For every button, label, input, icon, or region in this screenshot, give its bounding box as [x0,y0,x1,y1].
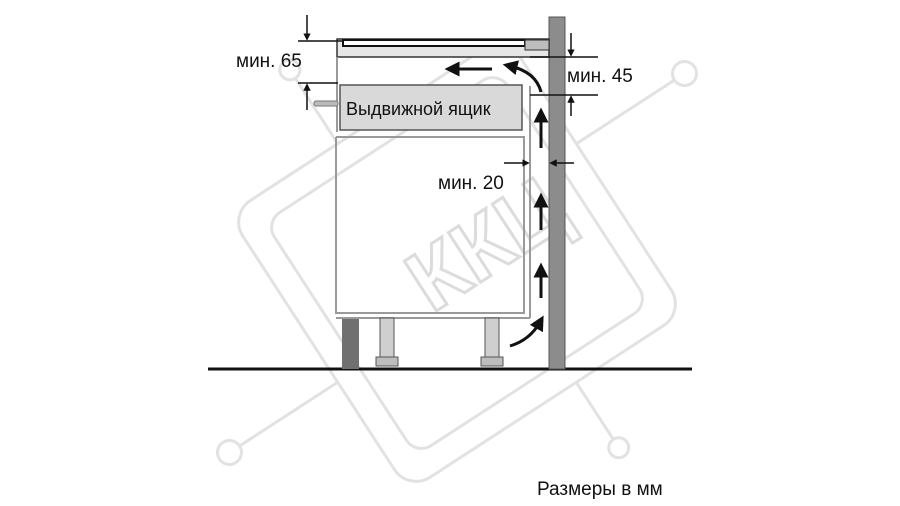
wall [548,16,566,370]
leg-left [379,317,395,364]
leg-right-foot [480,356,504,367]
dimension-min-65 [298,15,342,110]
leg-left-foot [375,356,399,367]
cabinet-body [335,136,525,314]
airflow-arrows [444,60,549,348]
hob-lip [524,39,550,51]
drawer-front [339,84,523,131]
label-min-20: мин. 20 [438,173,504,194]
hob [342,39,526,47]
label-units-note: Размеры в мм [537,479,663,500]
airflow-arrow-bottom-curve [509,315,544,348]
airflow-arrow-top-curve [502,60,543,93]
drawer-handle [313,100,339,107]
leg-right [484,317,500,364]
label-min-65: мин. 65 [236,51,302,72]
dimension-min-45 [530,33,598,116]
label-min-45: мин. 45 [567,66,633,87]
label-drawer: Выдвижной ящик [346,99,491,119]
left-side-panel [342,318,359,369]
